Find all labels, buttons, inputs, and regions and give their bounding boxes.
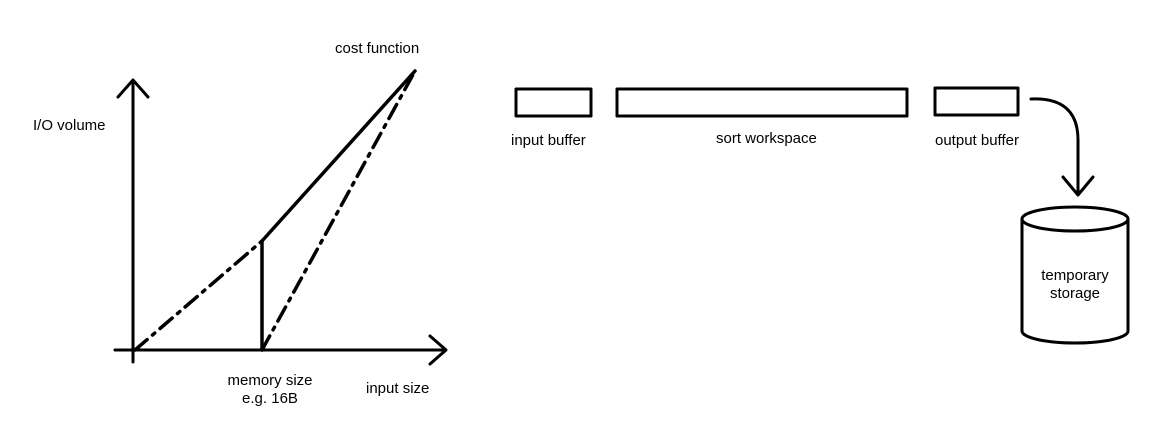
storage-cylinder-top <box>1020 205 1130 233</box>
x-axis-arrowhead <box>428 334 448 366</box>
output-to-storage-arrow <box>1029 97 1080 194</box>
input-buffer-box <box>514 87 593 118</box>
sort-workspace-label: sort workspace <box>716 130 817 147</box>
output-buffer-box <box>933 86 1020 117</box>
memory-size-label-line2: e.g. 16B <box>242 390 298 407</box>
storage-label: temporary storage <box>1025 267 1125 303</box>
input-buffer-label: input buffer <box>511 132 586 149</box>
output-to-storage-arrowhead <box>1061 175 1095 197</box>
small-input-cost-line <box>133 239 264 352</box>
x-axis-label: input size <box>366 380 430 397</box>
storage-label-line2: storage <box>1049 285 1101 302</box>
output-buffer-label: output buffer <box>935 132 1019 149</box>
sort-workspace-box <box>615 87 909 118</box>
reference-cost-line-steep <box>260 69 417 352</box>
curve-label: cost function <box>335 40 420 57</box>
storage-label-line1: temporary <box>1041 267 1109 284</box>
y-axis-arrowhead <box>116 78 150 99</box>
memory-size-label-line1: memory size <box>227 372 313 389</box>
y-axis-label: I/O volume <box>33 117 106 134</box>
storage-cylinder <box>1020 217 1130 345</box>
memory-size-label: memory size e.g. 16B <box>210 372 330 408</box>
